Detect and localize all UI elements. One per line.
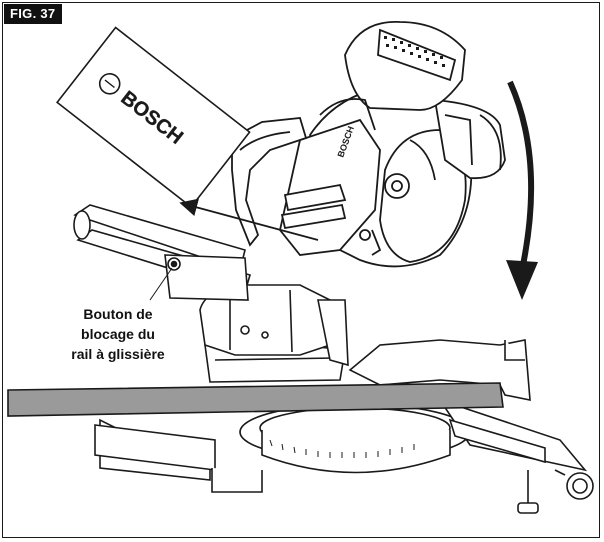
arm-column	[199, 284, 349, 367]
figure-label: FIG. 37	[4, 4, 63, 24]
plunge-direction-arrow	[506, 80, 538, 300]
callout-line-2: blocage du	[81, 326, 155, 342]
callout-line-3: rail à glissière	[71, 346, 165, 362]
saw-head-arm	[279, 98, 381, 256]
slide-rails	[73, 204, 251, 301]
handle-grip-texture	[384, 36, 445, 67]
motor-housing	[433, 98, 506, 180]
slide-direction-arrow	[179, 198, 319, 241]
top-handle	[344, 21, 466, 111]
miter-scale-ticks	[269, 439, 415, 458]
callout-line-1: Bouton de	[83, 306, 153, 322]
brand-fence-plate: BOSCH	[56, 26, 251, 209]
right-fence	[348, 339, 594, 514]
callout-leader	[149, 267, 173, 301]
workpiece-board	[7, 382, 504, 417]
trigger-handle	[231, 117, 308, 247]
rail-lock-callout: Bouton de blocage du rail à glissière	[62, 304, 174, 364]
